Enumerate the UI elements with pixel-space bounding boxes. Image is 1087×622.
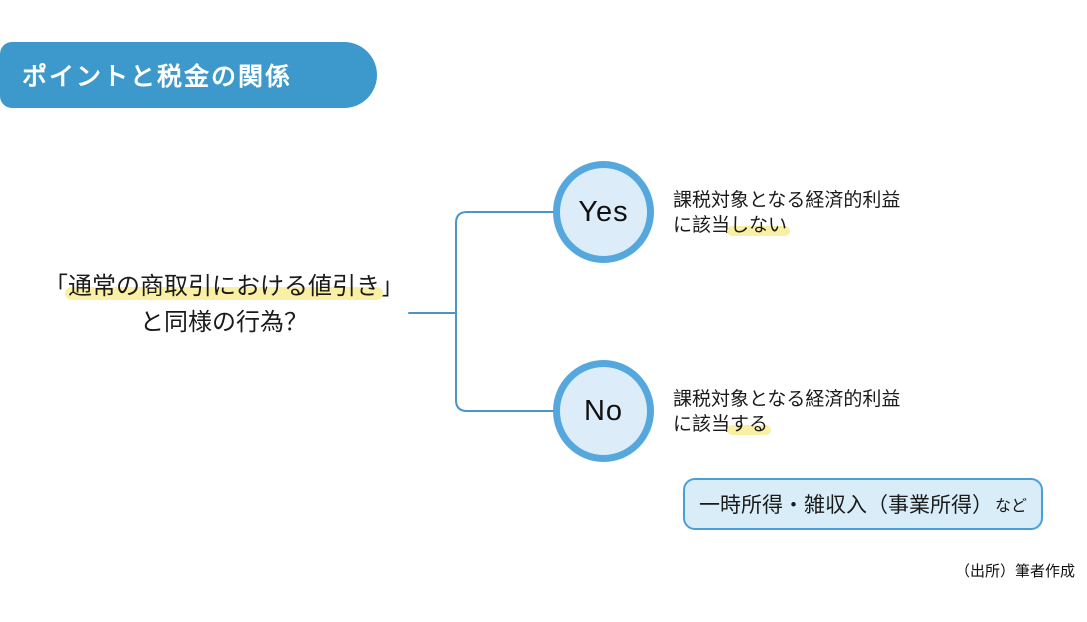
question-highlighted-text: 通常の商取引における値引き — [68, 272, 380, 300]
no-description-line1: 課税対象となる経済的利益 — [673, 388, 901, 410]
no-description: 課税対象となる経済的利益 に該当する — [673, 387, 900, 437]
yes-node-circle: Yes — [553, 161, 654, 263]
yes-description-line2: に該当しない — [673, 213, 900, 238]
header-banner: ポイントと税金の関係 — [0, 42, 377, 108]
yes-desc-highlight: しない — [730, 214, 788, 236]
yes-description-line1: 課税対象となる経済的利益 — [673, 189, 901, 211]
no-node-circle: No — [553, 360, 654, 462]
no-node-label: No — [583, 394, 624, 427]
question-line2: と同様の行為？ — [140, 308, 308, 336]
question-block: 「通常の商取引における値引き」 と同様の行為？ — [28, 268, 420, 340]
no-desc-plain: に該当 — [673, 413, 731, 435]
question-bracket-open: 「 — [44, 272, 68, 300]
question-line1: 「通常の商取引における値引き」 — [28, 268, 420, 304]
yes-node-label: Yes — [578, 195, 629, 228]
no-desc-highlight: する — [730, 413, 769, 435]
page-title: ポイントと税金の関係 — [22, 62, 293, 91]
no-description-line2: に該当する — [673, 412, 900, 437]
result-box-suffix: など — [994, 496, 1027, 515]
result-box: 一時所得・雑収入（事業所得） など — [683, 478, 1043, 530]
result-box-text: 一時所得・雑収入（事業所得） — [698, 493, 993, 517]
source-note: （出所）筆者作成 — [954, 562, 1075, 580]
yes-desc-plain: に該当 — [673, 214, 731, 236]
question-bracket-close: 」 — [380, 272, 404, 300]
yes-description: 課税対象となる経済的利益 に該当しない — [673, 188, 900, 238]
